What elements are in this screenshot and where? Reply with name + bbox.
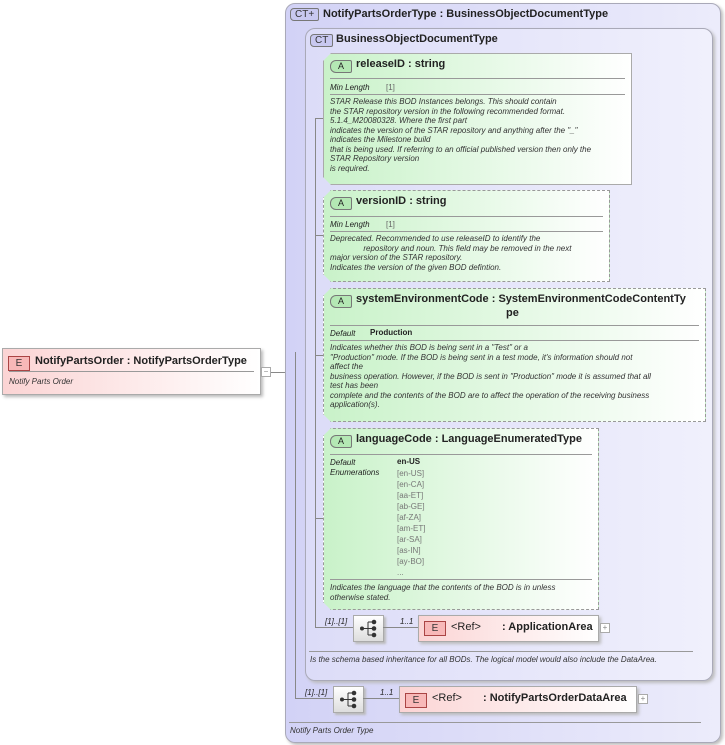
- enumeration-value: ...: [397, 568, 404, 577]
- element-occurs: 1..1: [380, 688, 394, 697]
- enumeration-value: [as-IN]: [397, 546, 421, 555]
- element-occurs: 1..1: [400, 617, 414, 626]
- facet-value: en-US: [397, 457, 421, 466]
- complex-type-badge: CT: [310, 34, 334, 47]
- element-ref: <Ref>: [432, 692, 462, 704]
- type-doc: Is the schema based inheritance for all …: [310, 655, 657, 664]
- divider: [330, 216, 603, 217]
- facet-value: [1]: [386, 83, 395, 92]
- connector: [315, 518, 323, 519]
- connector: [315, 355, 323, 356]
- sequence-line: [295, 352, 296, 699]
- attribute-badge: A: [330, 60, 352, 73]
- divider: [330, 78, 625, 79]
- divider: [330, 454, 592, 455]
- enumeration-value: [ay-BO]: [397, 557, 425, 566]
- connector: [383, 627, 418, 628]
- element-name: NotifyPartsOrder: [35, 355, 124, 367]
- element-badge: E: [8, 356, 30, 371]
- attribute-type: : string: [409, 195, 447, 207]
- sequence-cardinality: [1]..[1]: [325, 617, 348, 626]
- attribute-doc: Indicates whether this BOD is being sent…: [330, 343, 651, 409]
- attribute-doc: Indicates the language that the contents…: [330, 583, 556, 602]
- attribute-type: : string: [408, 58, 446, 70]
- facet-value: Production: [370, 328, 413, 337]
- divider: [330, 94, 625, 95]
- attribute-versionid[interactable]: A versionID : string Min Length [1] Depr…: [323, 190, 610, 282]
- sequence-icon: [360, 619, 377, 638]
- type-doc: Notify Parts Order Type: [290, 726, 374, 735]
- attribute-systemenvironmentcode[interactable]: A systemEnvironmentCode : SystemEnvironm…: [323, 288, 706, 422]
- facet-label: Default: [330, 458, 356, 467]
- attribute-type: : SystemEnvironmentCodeContentTy: [491, 293, 686, 305]
- connector: [271, 372, 295, 373]
- divider: [330, 340, 699, 341]
- element-applicationarea[interactable]: E <Ref> : ApplicationArea: [418, 615, 599, 642]
- divider: [9, 371, 254, 372]
- connector: [295, 698, 333, 699]
- enumeration-value: [ar-SA]: [397, 535, 422, 544]
- connector: [315, 118, 323, 119]
- attribute-badge: A: [330, 197, 352, 210]
- collapse-button[interactable]: −: [261, 367, 271, 377]
- expand-button[interactable]: +: [600, 623, 610, 633]
- attribute-name: releaseID: [356, 58, 405, 70]
- attribute-name: systemEnvironmentCode: [356, 293, 489, 305]
- divider: [289, 722, 701, 723]
- root-element[interactable]: E NotifyPartsOrder : NotifyPartsOrderTyp…: [2, 348, 261, 395]
- attribute-badge: A: [330, 295, 352, 308]
- enumeration-value: [af-ZA]: [397, 513, 422, 522]
- element-badge: E: [424, 621, 446, 636]
- sequence-icon: [340, 690, 357, 709]
- type-name: NotifyPartsOrderType: [323, 8, 437, 20]
- attribute-releaseid[interactable]: A releaseID : string Min Length [1] STAR…: [323, 53, 632, 185]
- element-name: : ApplicationArea: [502, 621, 593, 633]
- attribute-type: : LanguageEnumeratedType: [434, 433, 582, 445]
- facet-label: Min Length: [330, 220, 370, 229]
- enumeration-value: [ab-GE]: [397, 502, 425, 511]
- element-ref: <Ref>: [451, 621, 481, 633]
- expand-button[interactable]: +: [638, 694, 648, 704]
- attribute-badge: A: [330, 435, 352, 448]
- attribute-name: versionID: [356, 195, 407, 207]
- attribute-doc: STAR Release this BOD Instances belongs.…: [330, 97, 592, 173]
- facet-label: Min Length: [330, 83, 370, 92]
- attribute-type-wrap: pe: [506, 307, 519, 319]
- divider: [330, 579, 592, 580]
- sequence-compositor[interactable]: [333, 686, 364, 713]
- connector: [315, 627, 353, 628]
- element-badge: E: [405, 693, 427, 708]
- element-name: : NotifyPartsOrderDataArea: [483, 692, 627, 704]
- divider: [330, 325, 699, 326]
- element-doc: Notify Parts Order: [9, 377, 74, 386]
- element-notifypartsorderdataarea[interactable]: E <Ref> : NotifyPartsOrderDataArea: [399, 686, 637, 713]
- complex-type-extension-badge: CT+: [290, 8, 320, 21]
- attribute-languagecode[interactable]: A languageCode : LanguageEnumeratedType …: [323, 428, 599, 610]
- attribute-doc: Deprecated. Recommended to use releaseID…: [330, 234, 572, 272]
- facet-label: Default: [330, 329, 356, 338]
- enumeration-list: [en-US] [en-CA] [aa-ET] [ab-GE] [af-ZA] [am-E…: [397, 468, 425, 578]
- connector: [363, 698, 399, 699]
- enumerations-label: Enumerations: [330, 468, 380, 477]
- divider: [309, 651, 693, 652]
- enumeration-value: [en-CA]: [397, 480, 425, 489]
- sequence-cardinality: [1]..[1]: [305, 688, 328, 697]
- connector: [315, 235, 323, 236]
- sequence-compositor[interactable]: [353, 615, 384, 642]
- attribute-name: languageCode: [356, 433, 432, 445]
- base-type: : BusinessObjectDocumentType: [439, 8, 609, 20]
- element-type: : NotifyPartsOrderType: [126, 355, 247, 367]
- sequence-line: [315, 118, 316, 628]
- enumeration-value: [en-US]: [397, 469, 425, 478]
- facet-value: [1]: [386, 220, 395, 229]
- enumeration-value: [aa-ET]: [397, 491, 424, 500]
- divider: [330, 231, 603, 232]
- type-name: BusinessObjectDocumentType: [336, 33, 498, 45]
- enumeration-value: [am-ET]: [397, 524, 426, 533]
